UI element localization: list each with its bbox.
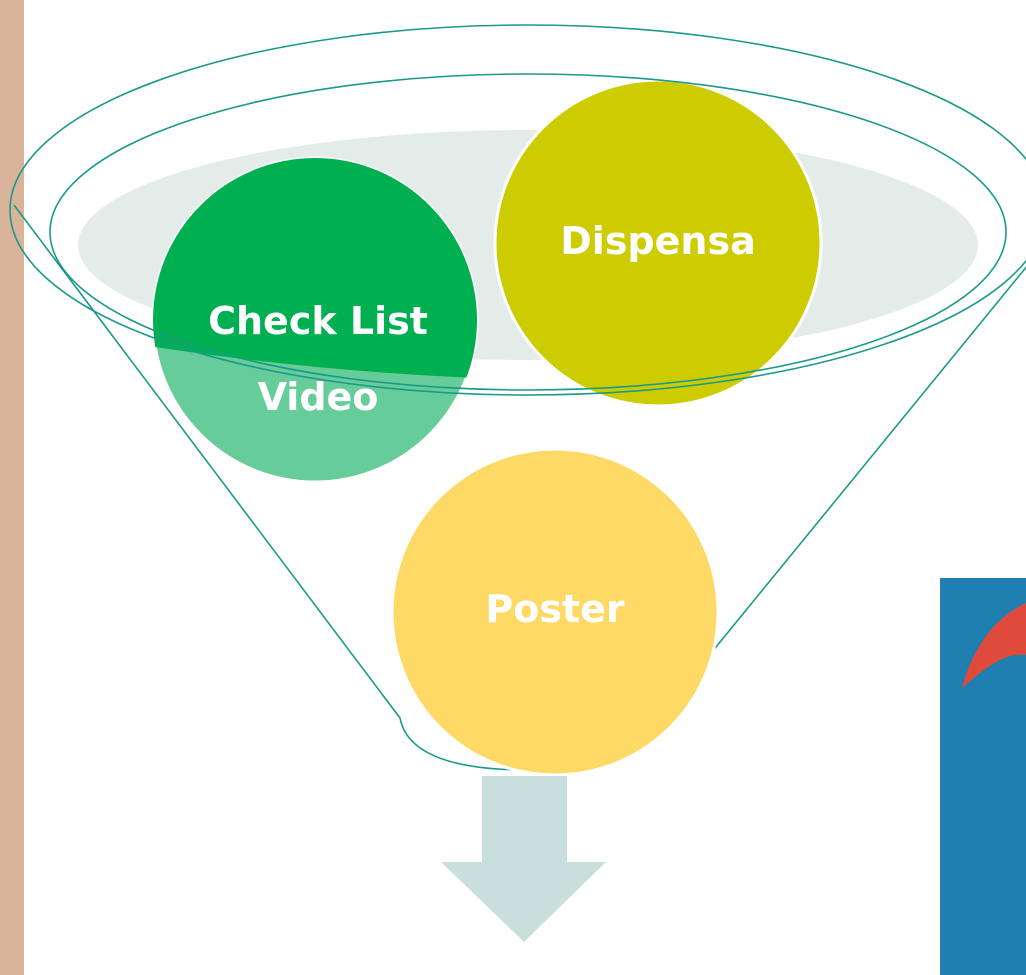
funnel-rim-outer bbox=[9, 24, 1026, 396]
down-arrow-icon bbox=[441, 776, 606, 942]
left-photo-strip bbox=[0, 0, 24, 975]
label-poster: Poster bbox=[485, 587, 625, 631]
label-video: Video bbox=[258, 375, 379, 419]
circle-check-list bbox=[153, 158, 477, 380]
right-image bbox=[940, 578, 1026, 975]
label-dispensa: Dispensa bbox=[560, 219, 755, 263]
right-image-red-shape bbox=[962, 603, 1026, 688]
circle-poster bbox=[390, 447, 720, 777]
funnel-rim-inner bbox=[49, 73, 1007, 391]
label-check-list: Check List bbox=[208, 299, 428, 343]
